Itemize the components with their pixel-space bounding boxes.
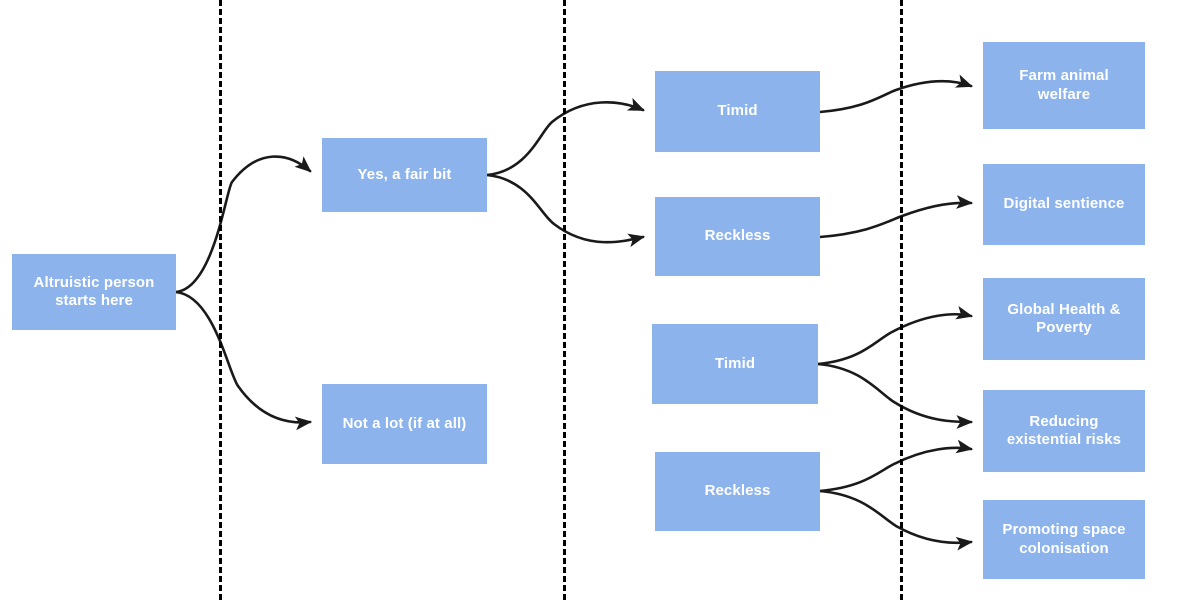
edge-yes-fair-bit-to-reckless-top	[485, 173, 646, 248]
column-divider-start	[219, 0, 222, 600]
node-reckless-top[interactable]: Reckless	[655, 197, 820, 276]
node-label-timid-bottom: Timid	[714, 354, 756, 372]
edge-timid-bottom-to-reducing-existential-risks	[816, 362, 974, 429]
edge-timid-bottom-to-global-health-poverty	[816, 305, 974, 366]
column-divider-temperament	[900, 0, 903, 600]
column-divider-risk-attitude-question	[563, 0, 566, 600]
node-label-promoting-space-colonisation: Promoting space colonisation	[1002, 521, 1126, 557]
edge-reckless-bottom-to-promoting-space-colonisation	[818, 489, 974, 551]
node-label-reducing-existential-risks: Reducing existential risks	[1006, 412, 1122, 448]
node-digital-sentience[interactable]: Digital sentience	[983, 164, 1145, 245]
node-label-digital-sentience: Digital sentience	[1003, 195, 1125, 213]
node-label-yes-fair-bit: Yes, a fair bit	[357, 165, 452, 183]
node-start[interactable]: Altruistic person starts here	[12, 254, 176, 330]
node-label-reckless-bottom: Reckless	[704, 482, 771, 500]
node-yes-fair-bit[interactable]: Yes, a fair bit	[322, 138, 487, 212]
node-farm-animal-welfare[interactable]: Farm animal welfare	[983, 42, 1145, 129]
edge-start-to-not-a-lot	[174, 290, 313, 431]
edge-timid-top-to-farm-animal-welfare	[818, 74, 973, 114]
node-reckless-bottom[interactable]: Reckless	[655, 452, 820, 531]
node-label-farm-animal-welfare: Farm animal welfare	[1019, 67, 1109, 103]
node-global-health-poverty[interactable]: Global Health & Poverty	[983, 278, 1145, 360]
node-label-not-a-lot: Not a lot (if at all)	[342, 414, 467, 432]
node-not-a-lot[interactable]: Not a lot (if at all)	[322, 384, 487, 464]
node-timid-top[interactable]: Timid	[655, 71, 820, 152]
node-label-global-health-poverty: Global Health & Poverty	[1007, 300, 1121, 336]
edge-start-to-yes-fair-bit	[174, 155, 312, 294]
node-reducing-existential-risks[interactable]: Reducing existential risks	[983, 390, 1145, 472]
node-label-timid-top: Timid	[717, 102, 758, 120]
node-label-start: Altruistic person starts here	[33, 273, 155, 309]
edge-reckless-top-to-digital-sentience	[818, 195, 974, 239]
node-promoting-space-colonisation[interactable]: Promoting space colonisation	[983, 500, 1145, 579]
edge-yes-fair-bit-to-timid-top	[485, 97, 645, 177]
node-timid-bottom[interactable]: Timid	[652, 324, 818, 404]
edge-reckless-bottom-to-reducing-existential-risks	[818, 439, 974, 493]
node-label-reckless-top: Reckless	[704, 227, 771, 245]
